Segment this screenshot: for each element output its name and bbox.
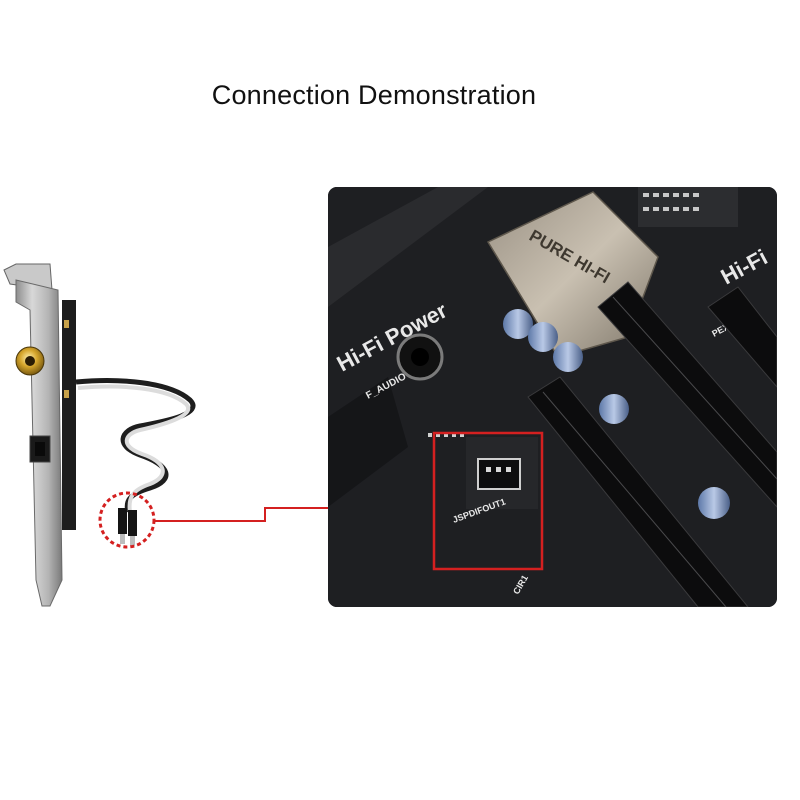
page-title: Connection Demonstration xyxy=(211,80,537,110)
jspdif-header xyxy=(477,458,521,490)
spdif-bracket-photo xyxy=(3,263,196,607)
capacitors xyxy=(503,309,730,519)
pcie-slots xyxy=(527,281,777,607)
pcb-strip xyxy=(62,300,76,530)
highlight-rectangle xyxy=(432,431,544,571)
dupont-plug xyxy=(118,508,127,534)
motherboard-photo: PURE HI-FI Hi-Fi Power Hi-Fi F_AUDIO PEX… xyxy=(328,187,777,607)
cable xyxy=(75,378,196,513)
